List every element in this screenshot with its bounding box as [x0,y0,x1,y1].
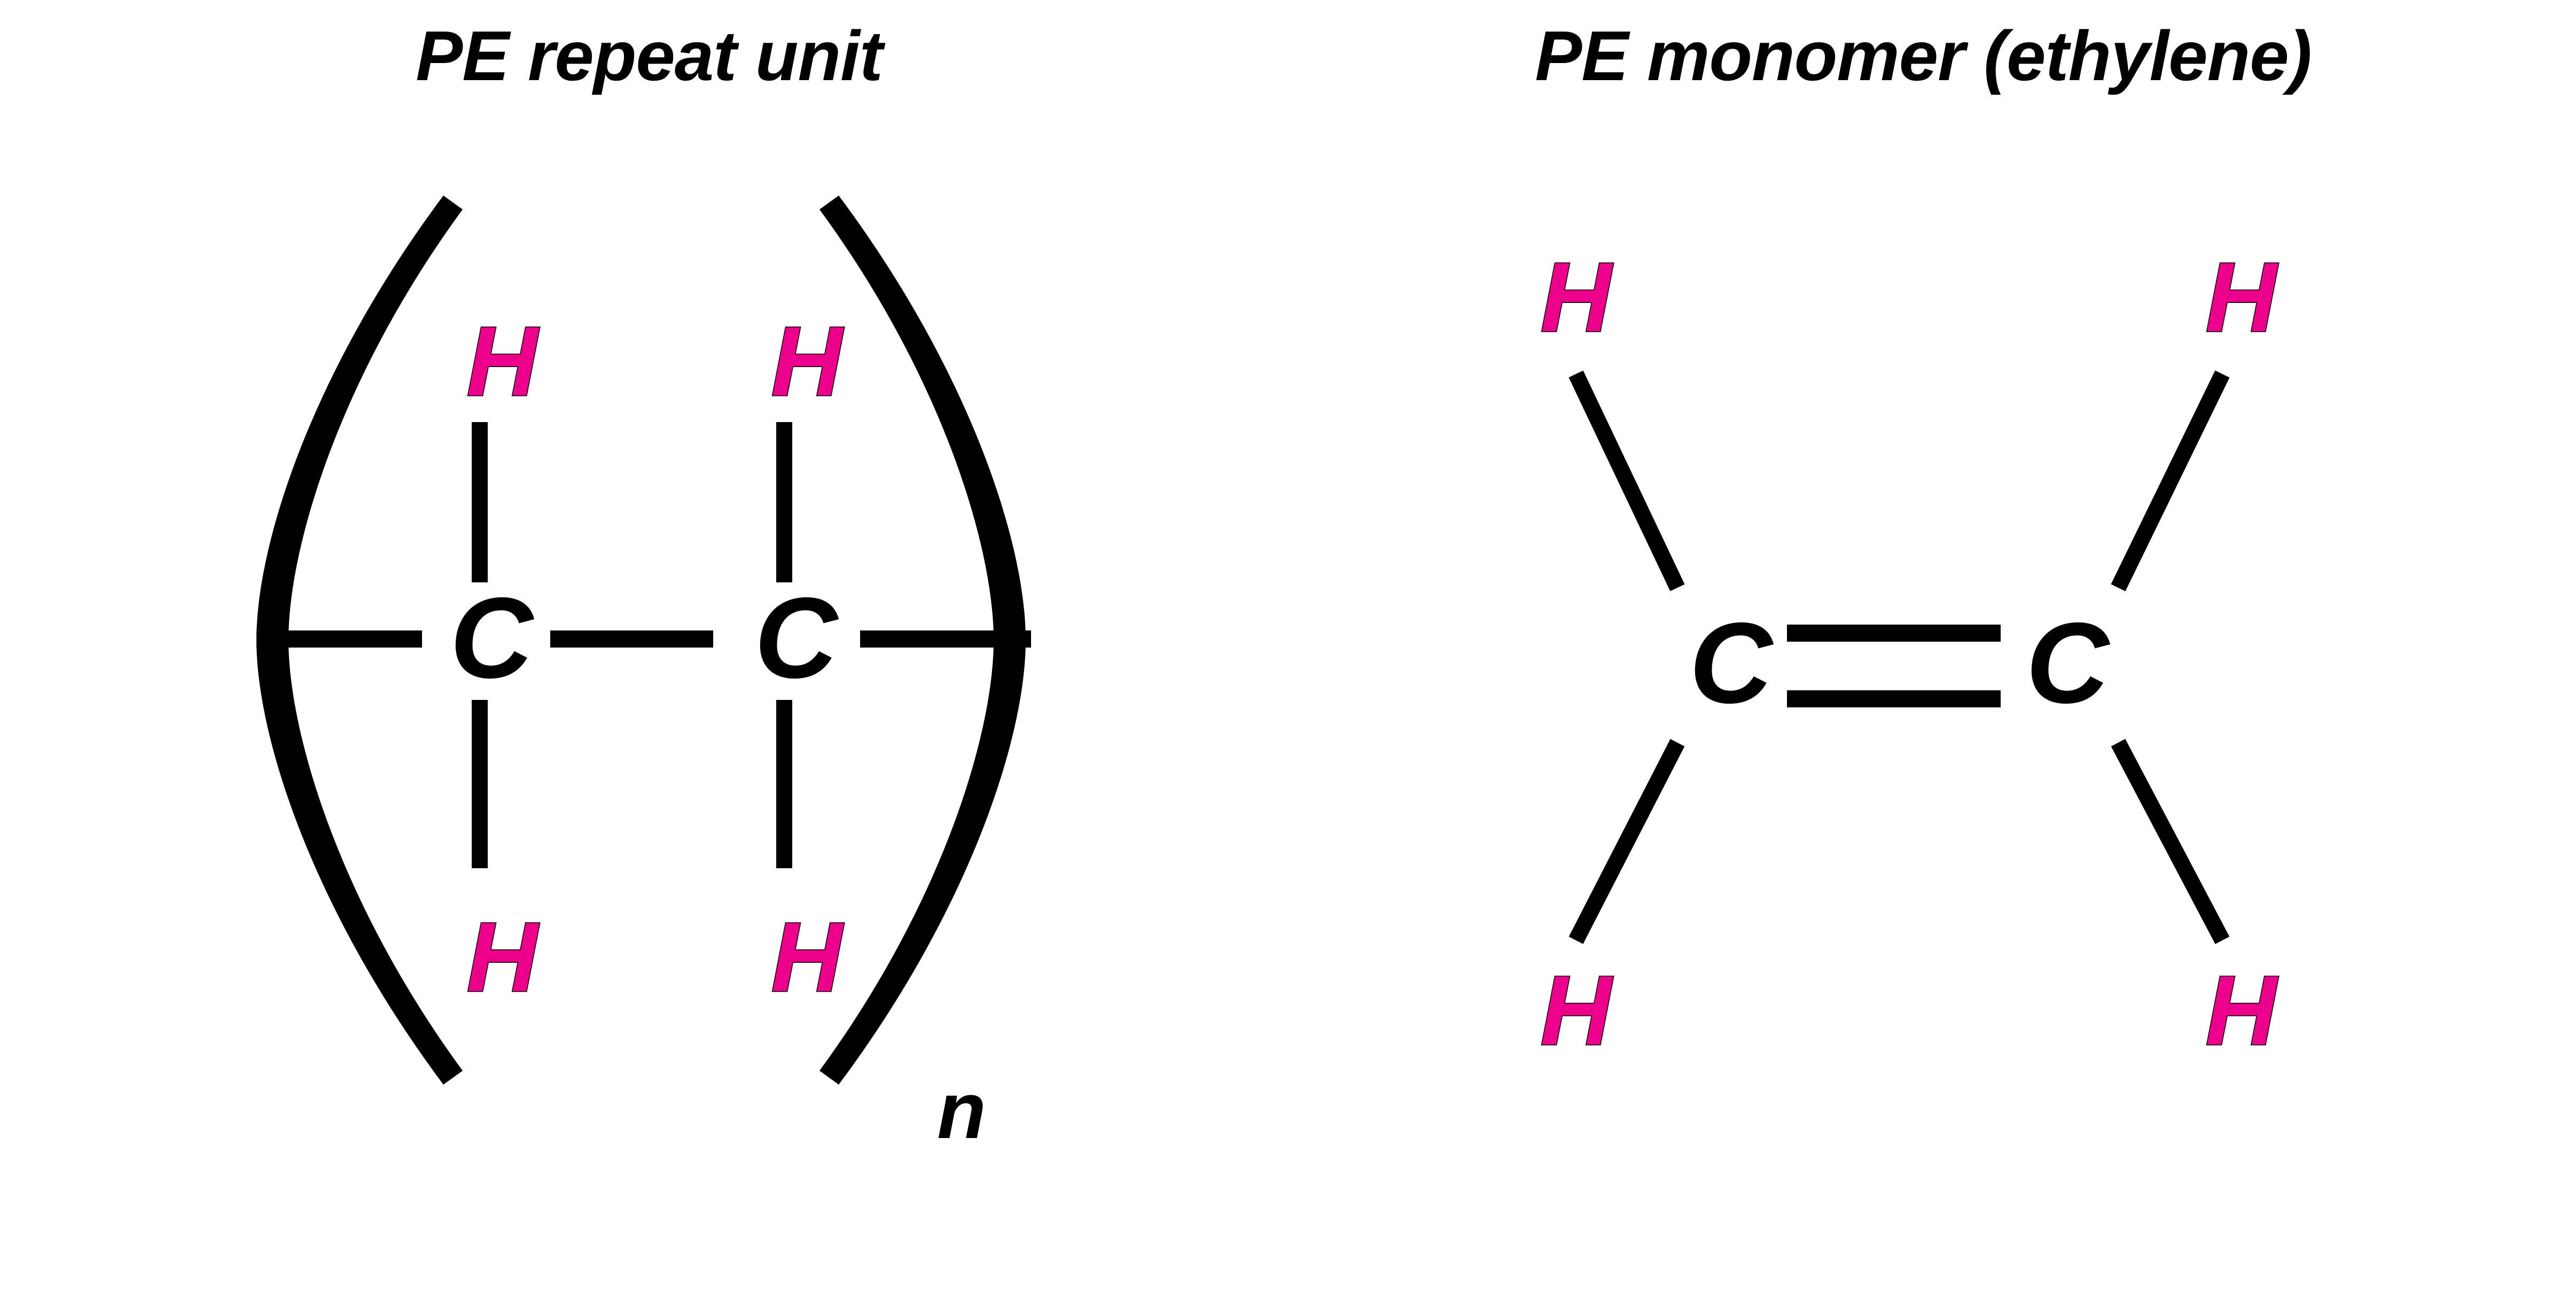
atom-carbon-right-monomer: C [2026,598,2110,727]
bond-h-bottomleft-c1 [1568,739,1685,944]
atom-hydrogen-bottom-right-monomer: H [2205,956,2278,1066]
repeat-subscript-n: n [937,1065,986,1155]
panel-pe-repeat-unit: PE repeat unit C C H H H H [256,17,1031,1155]
atom-hydrogen-top-right-monomer: H [2205,243,2278,353]
atom-hydrogen-bottom-left-repeat: H [466,902,540,1012]
atom-carbon-left-monomer: C [1689,598,1774,727]
atom-hydrogen-top-left-monomer: H [1540,243,1613,353]
atom-hydrogen-top-left-repeat: H [466,307,540,417]
panel-pe-monomer-ethylene: PE monomer (ethylene) C C H H H H [1535,17,2312,1067]
panel-title-repeat-unit: PE repeat unit [416,17,886,95]
opening-parenthesis [256,196,463,1085]
bond-h-topleft-c1 [1568,370,1685,591]
bond-h-topright-c2 [2111,370,2230,591]
atom-hydrogen-top-right-repeat: H [771,307,844,417]
panel-title-monomer: PE monomer (ethylene) [1535,17,2311,95]
closing-parenthesis [819,196,1026,1085]
atom-hydrogen-bottom-right-repeat: H [771,902,844,1012]
atom-carbon-left-repeat: C [450,573,534,702]
bond-h-bottomright-c2 [2111,739,2230,944]
atom-hydrogen-bottom-left-monomer: H [1540,956,1613,1066]
atom-carbon-right-repeat: C [754,573,839,702]
